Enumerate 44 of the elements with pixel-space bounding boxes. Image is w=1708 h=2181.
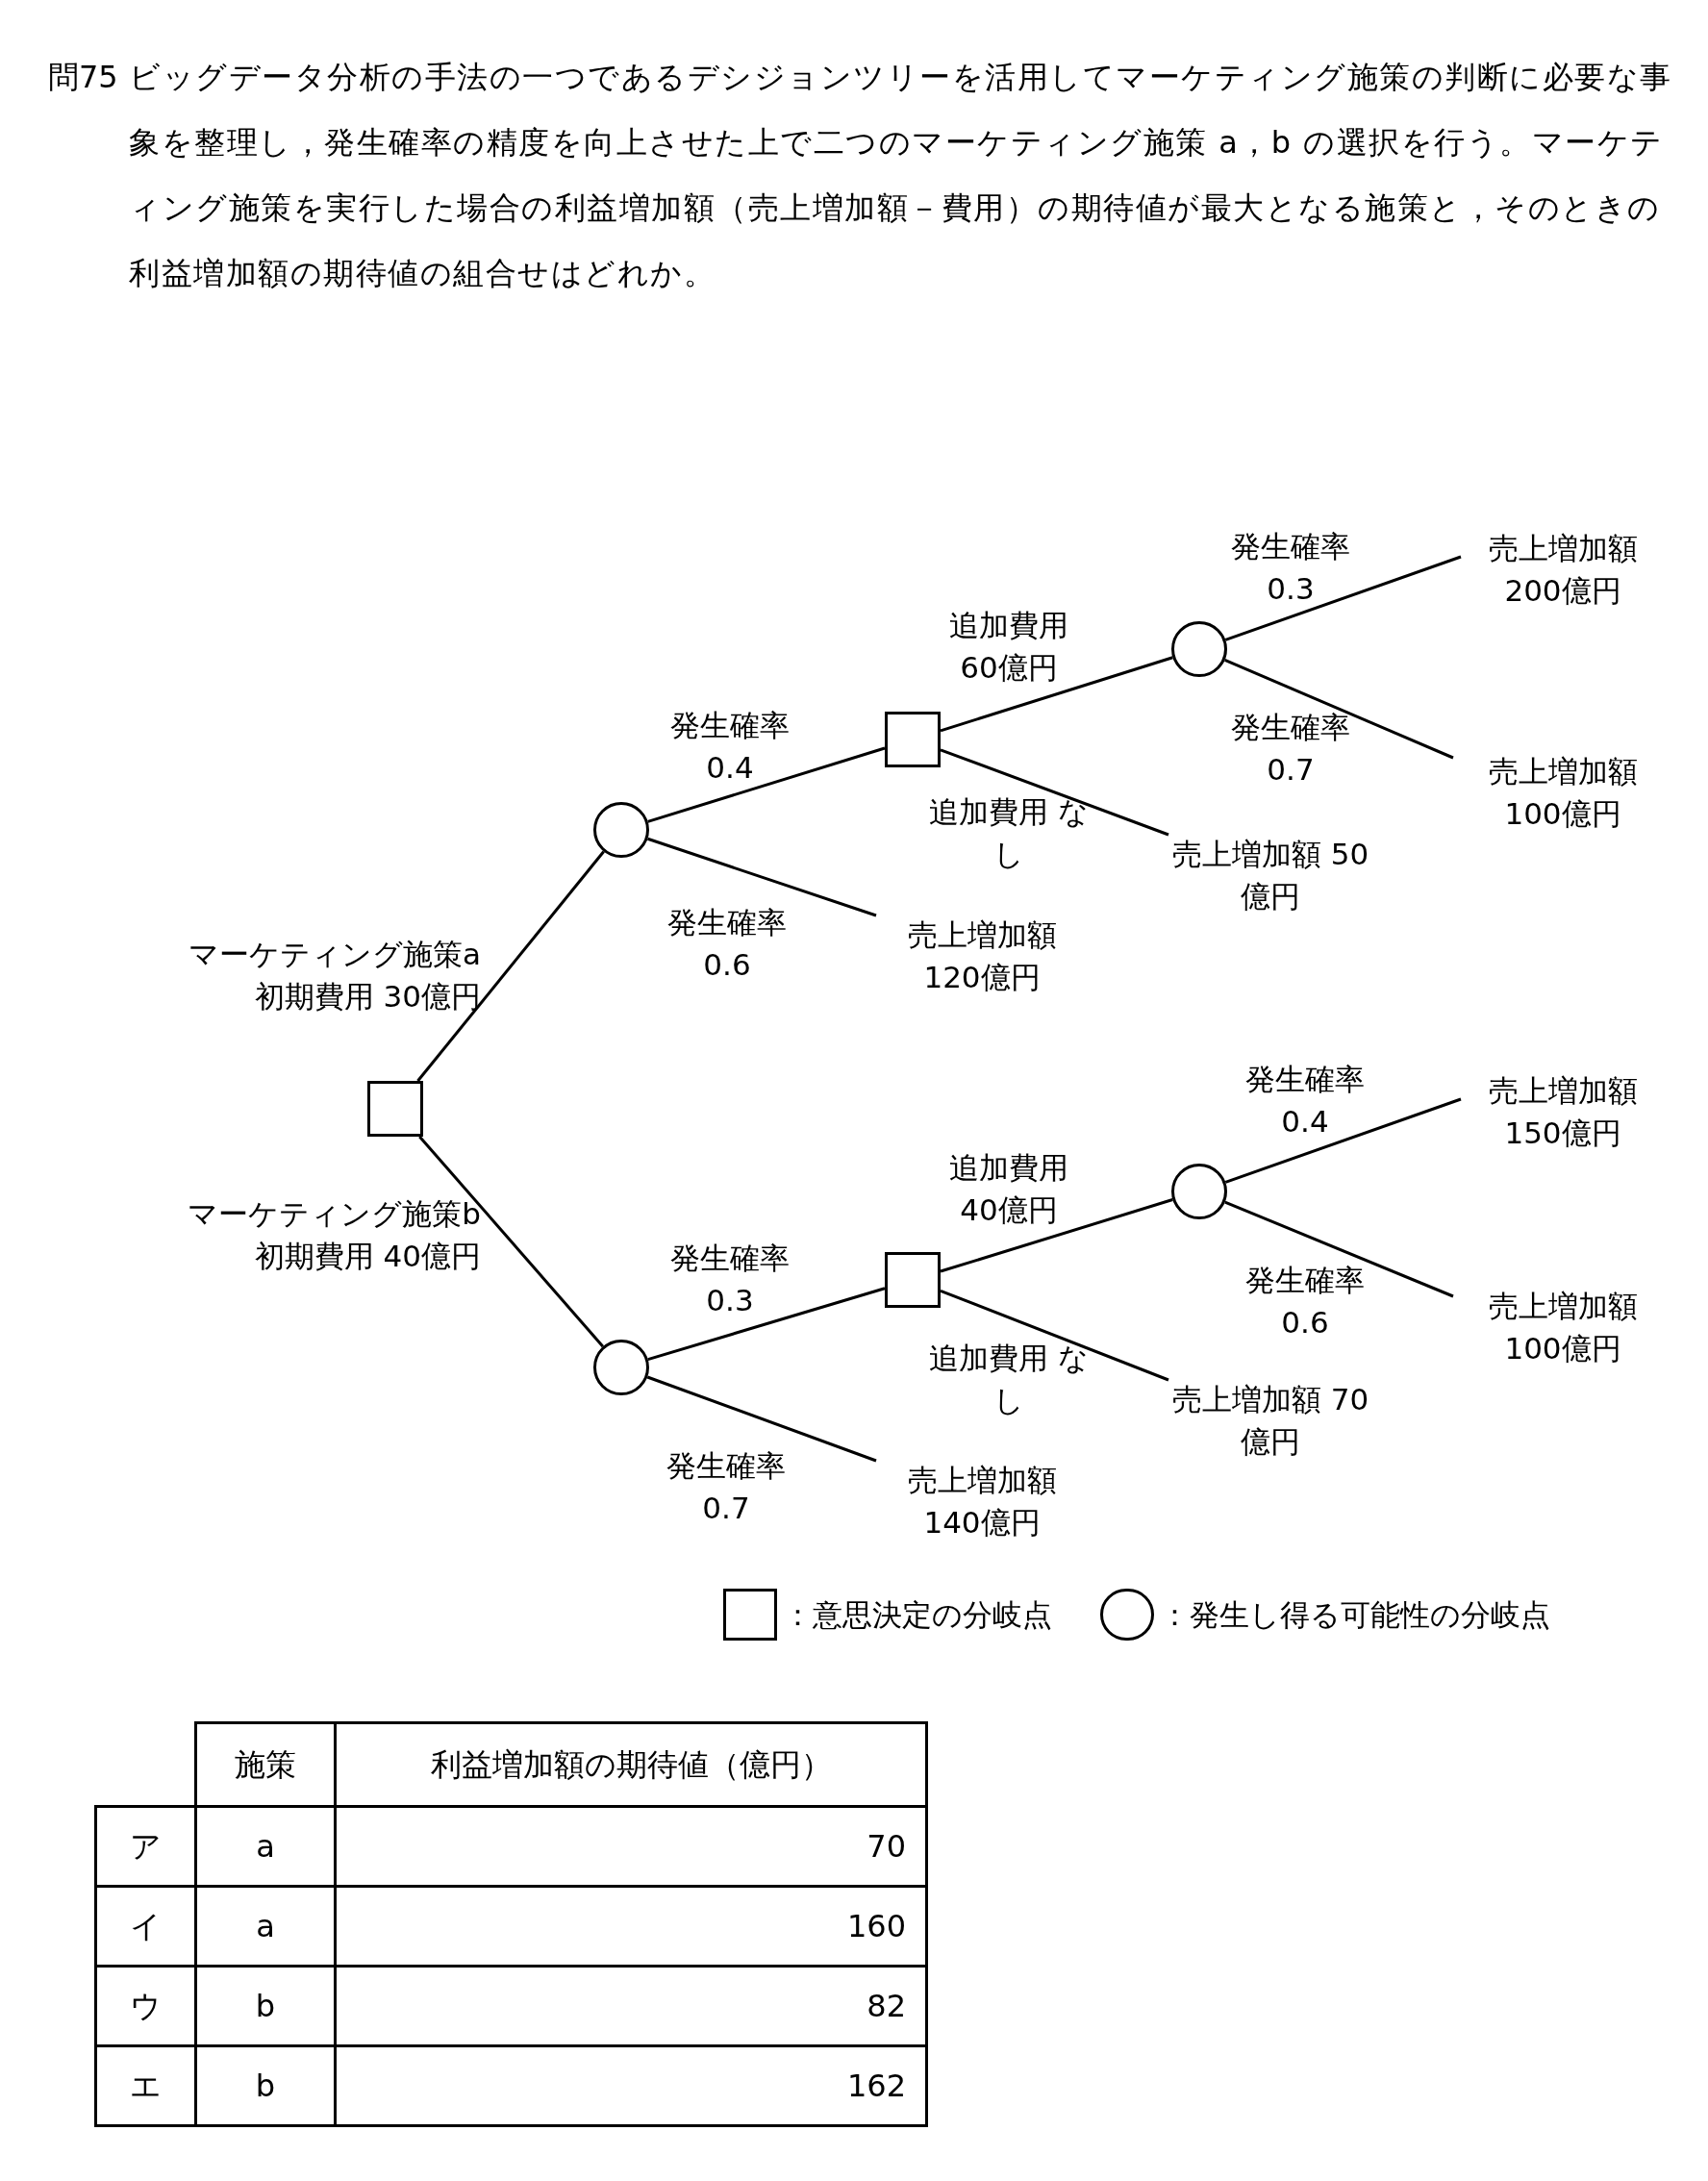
edge-label: 追加費用 なし xyxy=(928,1340,1090,1419)
tree-branch-line xyxy=(940,748,1169,837)
tree-branch-line xyxy=(647,837,877,917)
table-cell: 162 xyxy=(335,2045,927,2126)
tree-branch-line xyxy=(940,1289,1169,1382)
edge-label: マーケティング施策b 初期費用 40億円 xyxy=(187,1195,481,1275)
table-cell: ウ xyxy=(95,1966,196,2046)
decision-square xyxy=(885,712,941,767)
table-cell: 160 xyxy=(335,1886,927,1967)
decision-square xyxy=(885,1252,941,1308)
legend-text: ：発生し得る可能性の分岐点 xyxy=(1160,1596,1550,1634)
table-cell: エ xyxy=(95,2045,196,2126)
edge-label: 追加費用 60億円 xyxy=(948,607,1069,687)
edge-label: 発生確率 0.3 xyxy=(669,1240,791,1319)
edge-label: 発生確率 0.3 xyxy=(1230,528,1351,608)
tree-branch-line xyxy=(418,1136,605,1348)
table-cell: a xyxy=(195,1806,336,1887)
table-cell: 70 xyxy=(335,1806,927,1887)
tree-branch-line xyxy=(416,850,605,1082)
legend-text: ：意思決定の分岐点 xyxy=(783,1596,1052,1634)
decision-square xyxy=(367,1081,423,1137)
tree-branch-line xyxy=(647,746,886,823)
table-cell: b xyxy=(195,2045,336,2126)
edge-label: マーケティング施策a 初期費用 30億円 xyxy=(188,936,481,1015)
edge-label: 発生確率 0.6 xyxy=(666,904,788,984)
edge-label: 発生確率 0.7 xyxy=(1230,709,1351,789)
header-cell: 利益増加額の期待値（億円） xyxy=(335,1722,927,1807)
header-cell: 施策 xyxy=(195,1722,336,1807)
edge-label: 追加費用 なし xyxy=(928,793,1090,873)
edge-label: 発生確率 0.4 xyxy=(669,707,791,787)
table-cell: 82 xyxy=(335,1966,927,2046)
edge-label: 発生確率 0.4 xyxy=(1244,1061,1366,1141)
tree-branch-line xyxy=(940,1198,1173,1273)
table-cell: イ xyxy=(95,1886,196,1967)
edge-label: 発生確率 0.7 xyxy=(666,1447,787,1527)
table-cell: b xyxy=(195,1966,336,2046)
table-cell: a xyxy=(195,1886,336,1967)
edge-label: 追加費用 40億円 xyxy=(948,1149,1069,1229)
edge-label: 発生確率 0.6 xyxy=(1244,1262,1366,1341)
tree-branch-line xyxy=(940,656,1173,733)
tree-branch-line xyxy=(647,1287,886,1362)
question-text: ビッグデータ分析の手法の一つであるデシジョンツリーを活用してマーケティング施策の判断に必要な事象を整理し，発生確率の精度を向上させた上で二つのマーケティング施策 a，b の選択を行う。マーケティング施策を実行した場合の利益増加額（売上増加額－費用）の期待値が最大となる施策と，そのときの利益増加額の期待値の組合せはどれか。 xyxy=(129,58,1673,293)
question-number: 問75 xyxy=(48,58,119,97)
table-cell: ア xyxy=(95,1806,196,1887)
